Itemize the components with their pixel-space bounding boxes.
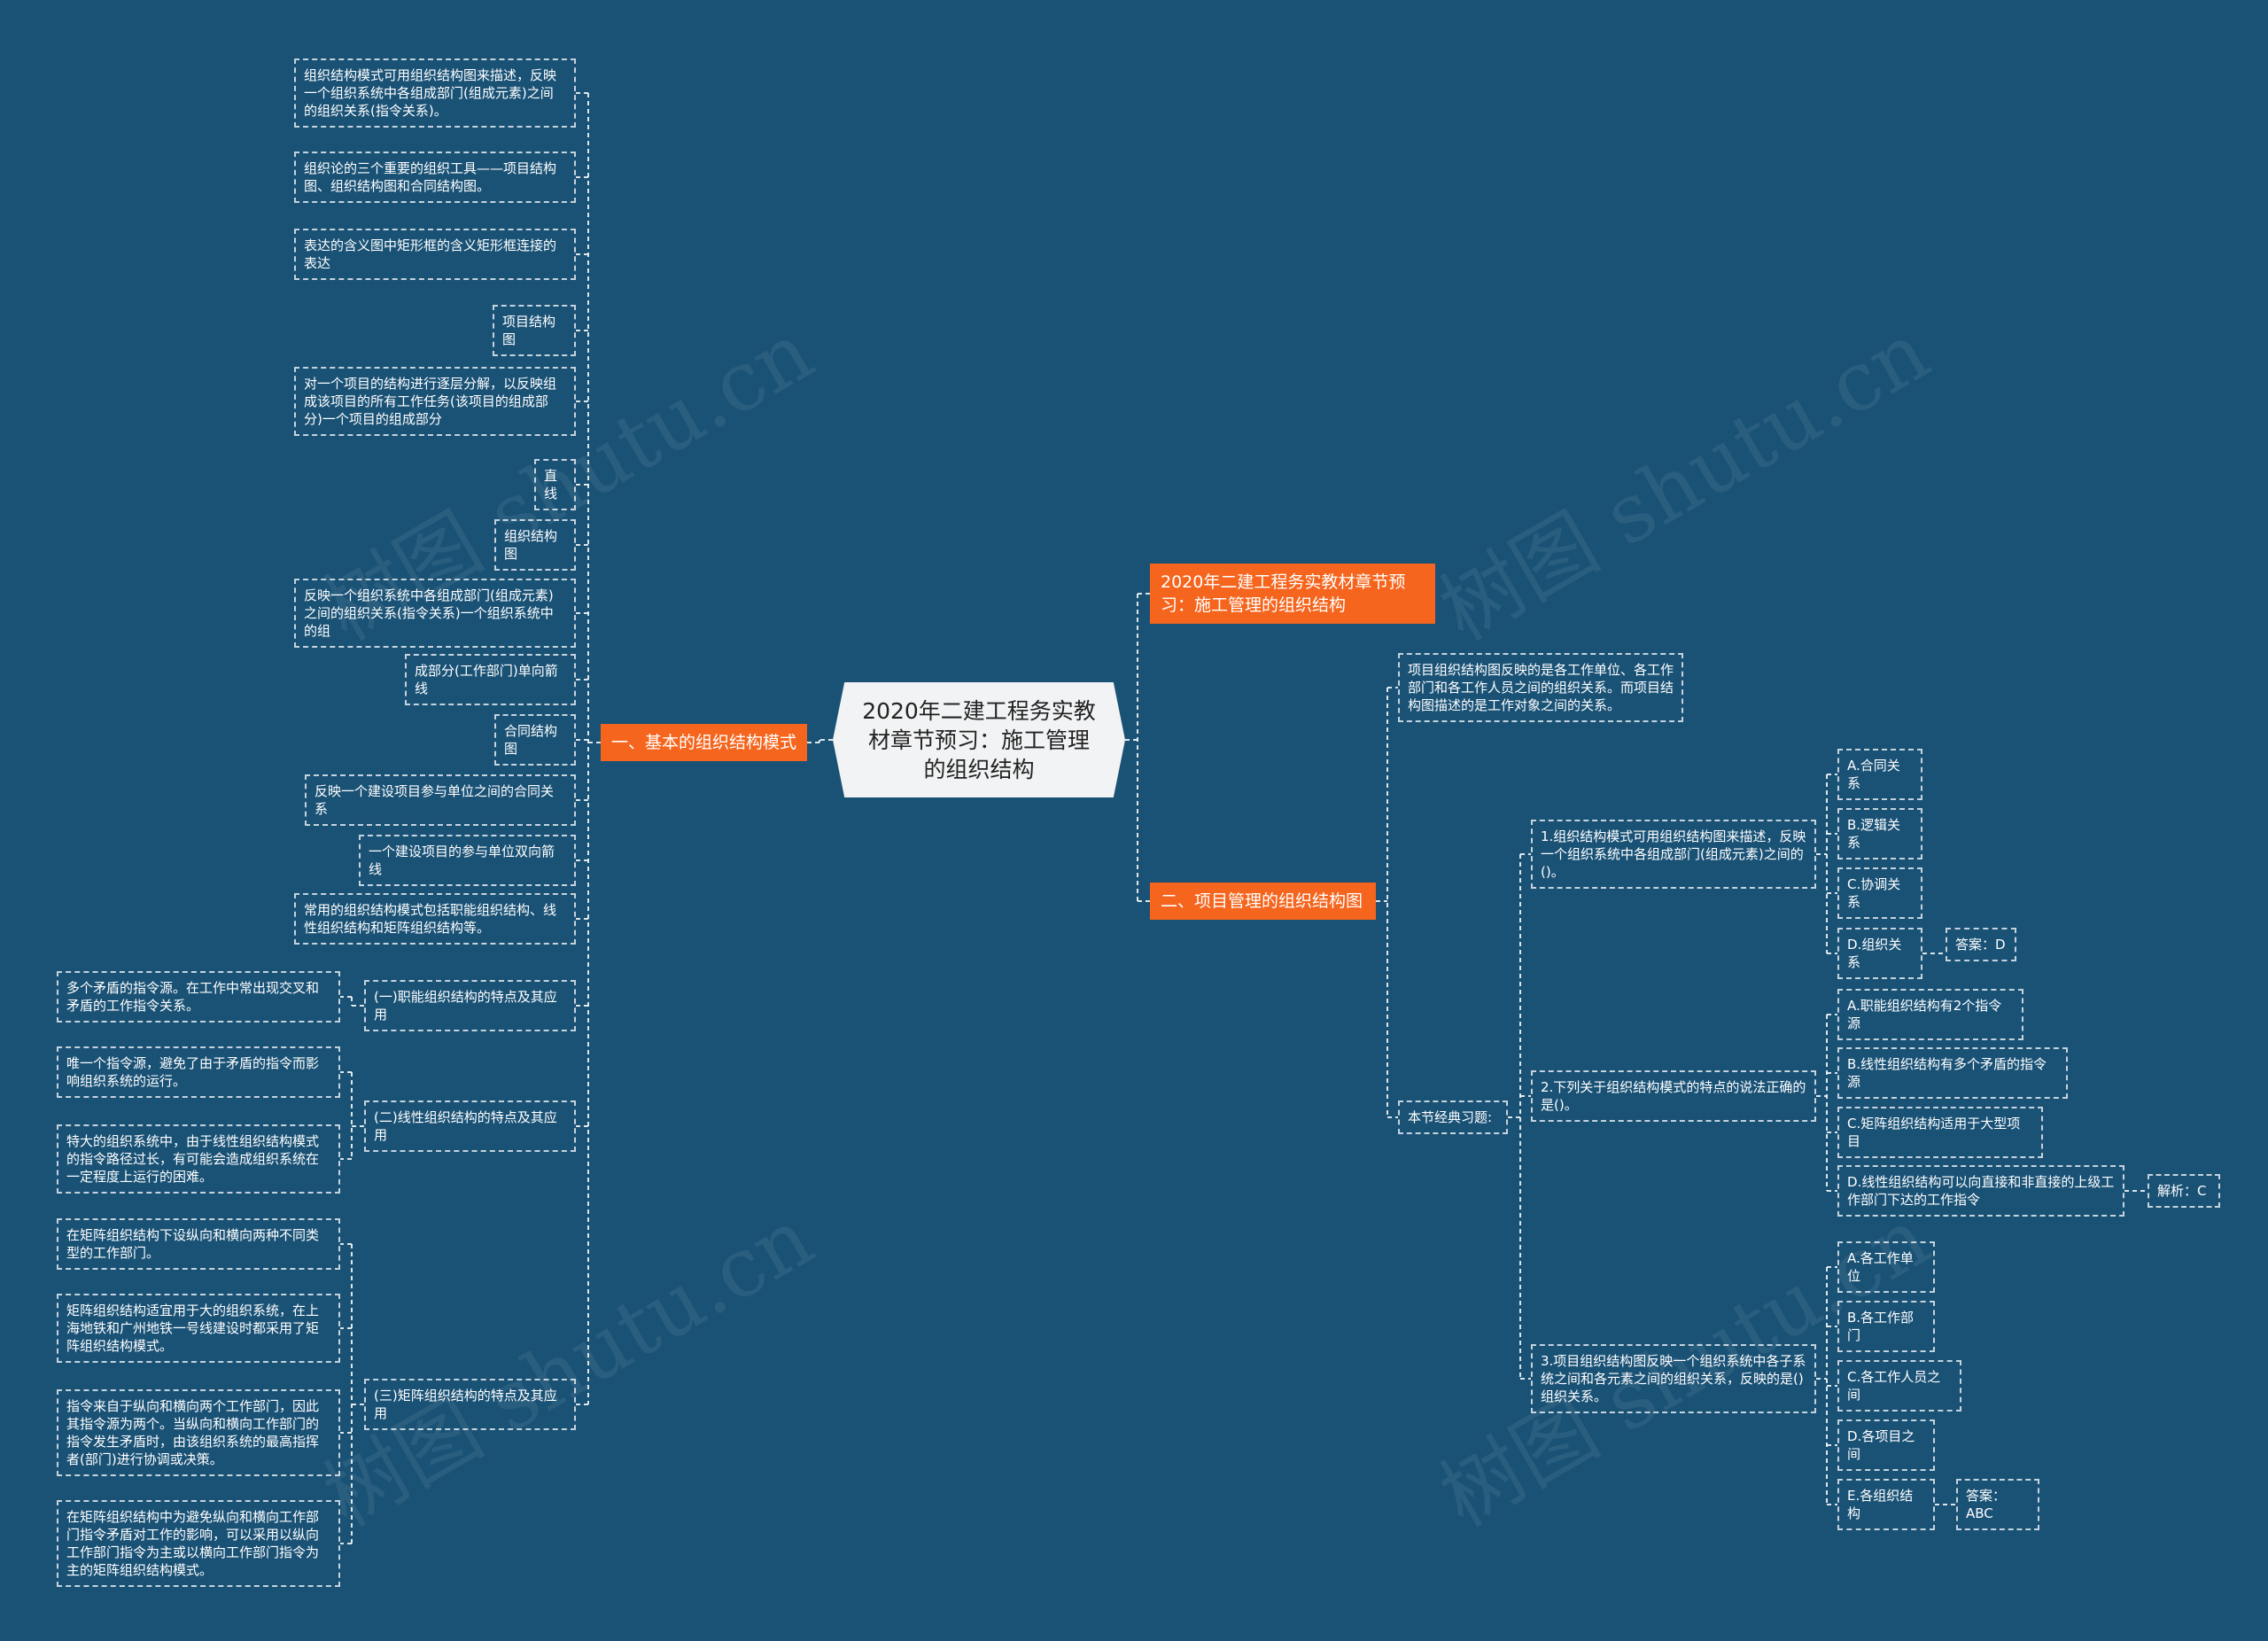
matrix-detail-0[interactable]: 在矩阵组织结构下设纵向和横向两种不同类型的工作部门。 [57, 1218, 340, 1270]
left-item-8[interactable]: 成部分(工作部门)单向箭线 [405, 654, 576, 705]
q1-option-b[interactable]: B.逻辑关系 [1837, 808, 1922, 859]
branch-right-title[interactable]: 2020年二建工程务实教材章节预习：施工管理的组织结构 [1150, 564, 1435, 624]
matrix-detail-1[interactable]: 矩阵组织结构适宜用于大的组织系统，在上海地铁和广州地铁一号线建设时都采用了矩阵组… [57, 1294, 340, 1363]
left-item-4[interactable]: 对一个项目的结构进行逐层分解，以反映组成该项目的所有工作任务(该项目的组成部分)… [294, 367, 576, 436]
question-3[interactable]: 3.项目组织结构图反映一个组织系统中各子系统之间和各元素之间的组织关系，反映的是… [1531, 1344, 1816, 1413]
matrix-detail-2[interactable]: 指令来自于纵向和横向两个工作部门，因此其指令源为两个。当纵向和横向工作部门的指令… [57, 1389, 340, 1476]
left-item-6[interactable]: 组织结构图 [494, 519, 576, 571]
left-item-2[interactable]: 表达的含义图中矩形框的含义矩形框连接的表达 [294, 229, 576, 280]
matrix-structure[interactable]: (三)矩阵组织结构的特点及其应用 [364, 1379, 576, 1430]
left-item-1[interactable]: 组织论的三个重要的组织工具——项目结构图、组织结构图和合同结构图。 [294, 152, 576, 203]
q1-option-a[interactable]: A.合同关系 [1837, 749, 1922, 800]
q3-option-d[interactable]: D.各项目之间 [1837, 1419, 1935, 1471]
linear-structure[interactable]: (二)线性组织结构的特点及其应用 [364, 1100, 576, 1152]
left-item-0[interactable]: 组织结构模式可用组织结构图来描述，反映一个组织系统中各组成部门(组成元素)之间的… [294, 58, 576, 128]
q1-option-d[interactable]: D.组织关系 [1837, 928, 1922, 979]
left-item-10[interactable]: 反映一个建设项目参与单位之间的合同关系 [305, 774, 576, 826]
question-2[interactable]: 2.下列关于组织结构模式的特点的说法正确的是()。 [1531, 1070, 1816, 1122]
func-detail-0[interactable]: 多个矛盾的指令源。在工作中常出现交叉和矛盾的工作指令关系。 [57, 971, 340, 1023]
q2-option-c[interactable]: C.矩阵组织结构适用于大型项目 [1837, 1107, 2043, 1158]
q3-option-b[interactable]: B.各工作部门 [1837, 1301, 1935, 1352]
question-1[interactable]: 1.组织结构模式可用组织结构图来描述，反映一个组织系统中各组成部门(组成元素)之… [1531, 820, 1816, 889]
q2-option-a[interactable]: A.职能组织结构有2个指令源 [1837, 989, 2023, 1040]
q3-option-e[interactable]: E.各组织结构 [1837, 1479, 1935, 1530]
center-topic[interactable]: 2020年二建工程务实教材章节预习：施工管理的组织结构 [833, 682, 1125, 797]
q3-option-a[interactable]: A.各工作单位 [1837, 1241, 1935, 1293]
left-item-12[interactable]: 常用的组织结构模式包括职能组织结构、线性组织结构和矩阵组织结构等。 [294, 893, 576, 945]
linear-detail-1[interactable]: 特大的组织系统中，由于线性组织结构模式的指令路径过长，有可能会造成组织系统在一定… [57, 1124, 340, 1194]
q1-answer[interactable]: 答案：D [1946, 928, 2016, 961]
branch-basic-modes[interactable]: 一、基本的组织结构模式 [601, 724, 807, 761]
left-item-7[interactable]: 反映一个组织系统中各组成部门(组成元素)之间的组织关系(指令关系)一个组织系统中… [294, 579, 576, 648]
matrix-detail-3[interactable]: 在矩阵组织结构中为避免纵向和横向工作部门指令矛盾对工作的影响，可以采用以纵向工作… [57, 1500, 340, 1587]
right-description[interactable]: 项目组织结构图反映的是各工作单位、各工作部门和各工作人员之间的组织关系。而项目结… [1398, 653, 1683, 722]
q2-answer[interactable]: 解析：C [2148, 1174, 2220, 1208]
q3-answer[interactable]: 答案：ABC [1956, 1479, 2039, 1530]
func-structure[interactable]: (一)职能组织结构的特点及其应用 [364, 980, 576, 1031]
left-item-5[interactable]: 直线 [534, 459, 576, 510]
left-item-11[interactable]: 一个建设项目的参与单位双向箭线 [359, 835, 576, 886]
q2-option-b[interactable]: B.线性组织结构有多个矛盾的指令源 [1837, 1047, 2068, 1099]
q1-option-c[interactable]: C.协调关系 [1837, 867, 1922, 919]
left-item-9[interactable]: 合同结构图 [494, 714, 576, 766]
exercises-label[interactable]: 本节经典习题: [1398, 1100, 1508, 1134]
branch-project-org-chart[interactable]: 二、项目管理的组织结构图 [1150, 883, 1376, 920]
left-item-3[interactable]: 项目结构图 [493, 305, 576, 356]
q2-option-d[interactable]: D.线性组织结构可以向直接和非直接的上级工作部门下达的工作指令 [1837, 1165, 2124, 1217]
linear-detail-0[interactable]: 唯一个指令源，避免了由于矛盾的指令而影响组织系统的运行。 [57, 1046, 340, 1098]
q3-option-c[interactable]: C.各工作人员之间 [1837, 1360, 1961, 1412]
